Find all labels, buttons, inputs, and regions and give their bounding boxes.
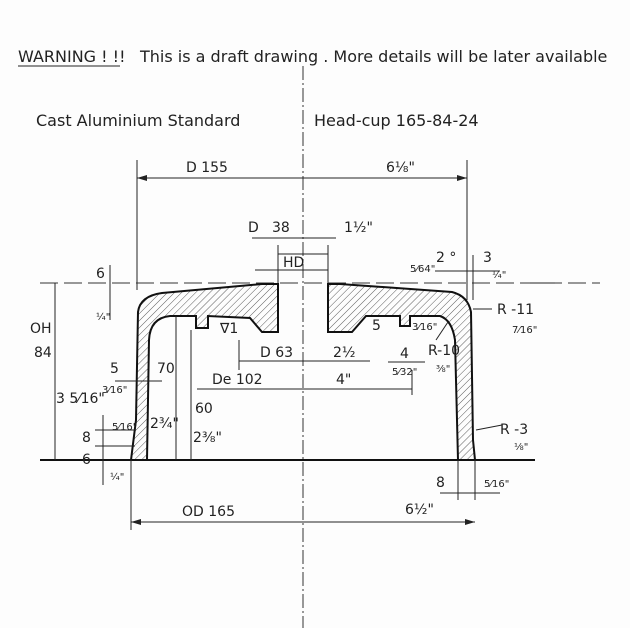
dim-groove5: 5 [372,318,381,334]
dim-d38: 38 [272,220,290,236]
dim-b6: 6 [82,452,91,468]
leader-r3 [475,424,503,431]
dim-h70-in: 2¾" [150,416,179,432]
dim-foot8: 8 [436,475,445,491]
cup-section [129,283,477,461]
warning-message: This is a draft drawing . More details w… [139,47,607,66]
dim-wall5: 5 [110,361,119,377]
dim-d38-label: D [248,220,259,236]
dim-r11-in: 7⁄16" [512,325,537,336]
dim-r3top-in: ¼" [492,269,506,281]
dim-d155-in: 6⅛" [386,160,415,176]
surface-finish-symbol: ∇1 [219,321,238,337]
title-left: Cast Aluminium Standard [36,111,240,130]
leader-r10 [435,321,449,341]
dim-groove5-in: 3⁄16" [412,322,437,333]
dim-de102-in: 4" [336,372,351,388]
dim-angle: 2 ° [436,250,456,266]
dim-r10-in: ⅜" [436,364,450,375]
dim-groove4-in: 5⁄32" [392,367,417,378]
dim-od165: OD 165 [182,504,235,520]
dim-r10: R-10 [428,343,460,359]
dim-h70: 70 [157,361,175,377]
dim-top6-in: ¼" [96,311,110,323]
dim-h60-in: 2⅜" [193,430,222,446]
title-right: Head-cup 165-84-24 [314,111,479,130]
hd-box [277,253,329,271]
dim-b8: 8 [82,430,91,446]
dim-od165-in: 6½" [405,502,434,518]
dim-r3top: 3 [483,250,492,266]
dim-oh-in: 3 5⁄16" [56,391,105,407]
dim-wall5-in: 3⁄16" [102,385,127,396]
dim-b8-in: 5⁄16" [112,422,137,433]
dim-top6: 6 [96,266,105,282]
dim-r11: R -11 [497,302,534,318]
dim-d38-in: 1½" [344,220,373,236]
dim-foot8-in: 5⁄16" [484,479,509,490]
dim-r3: R -3 [500,422,528,438]
dim-groove4: 4 [400,346,409,362]
dim-oh-val: 84 [34,345,52,361]
dim-hd: HD [283,255,304,271]
dim-de102: De 102 [212,372,263,388]
dim-d63: D 63 [260,345,293,361]
dim-angle-in: 5⁄64" [410,264,435,275]
dim-h60: 60 [195,401,213,417]
dim-r3-in: ⅛" [514,442,528,453]
dim-d155: D 155 [186,160,228,176]
dim-oh: OH [30,321,52,337]
dim-d63-in: 2½ [333,345,355,361]
dim-b6-in: ¼" [110,471,124,483]
warning-label: WARNING ! !! [18,47,125,66]
